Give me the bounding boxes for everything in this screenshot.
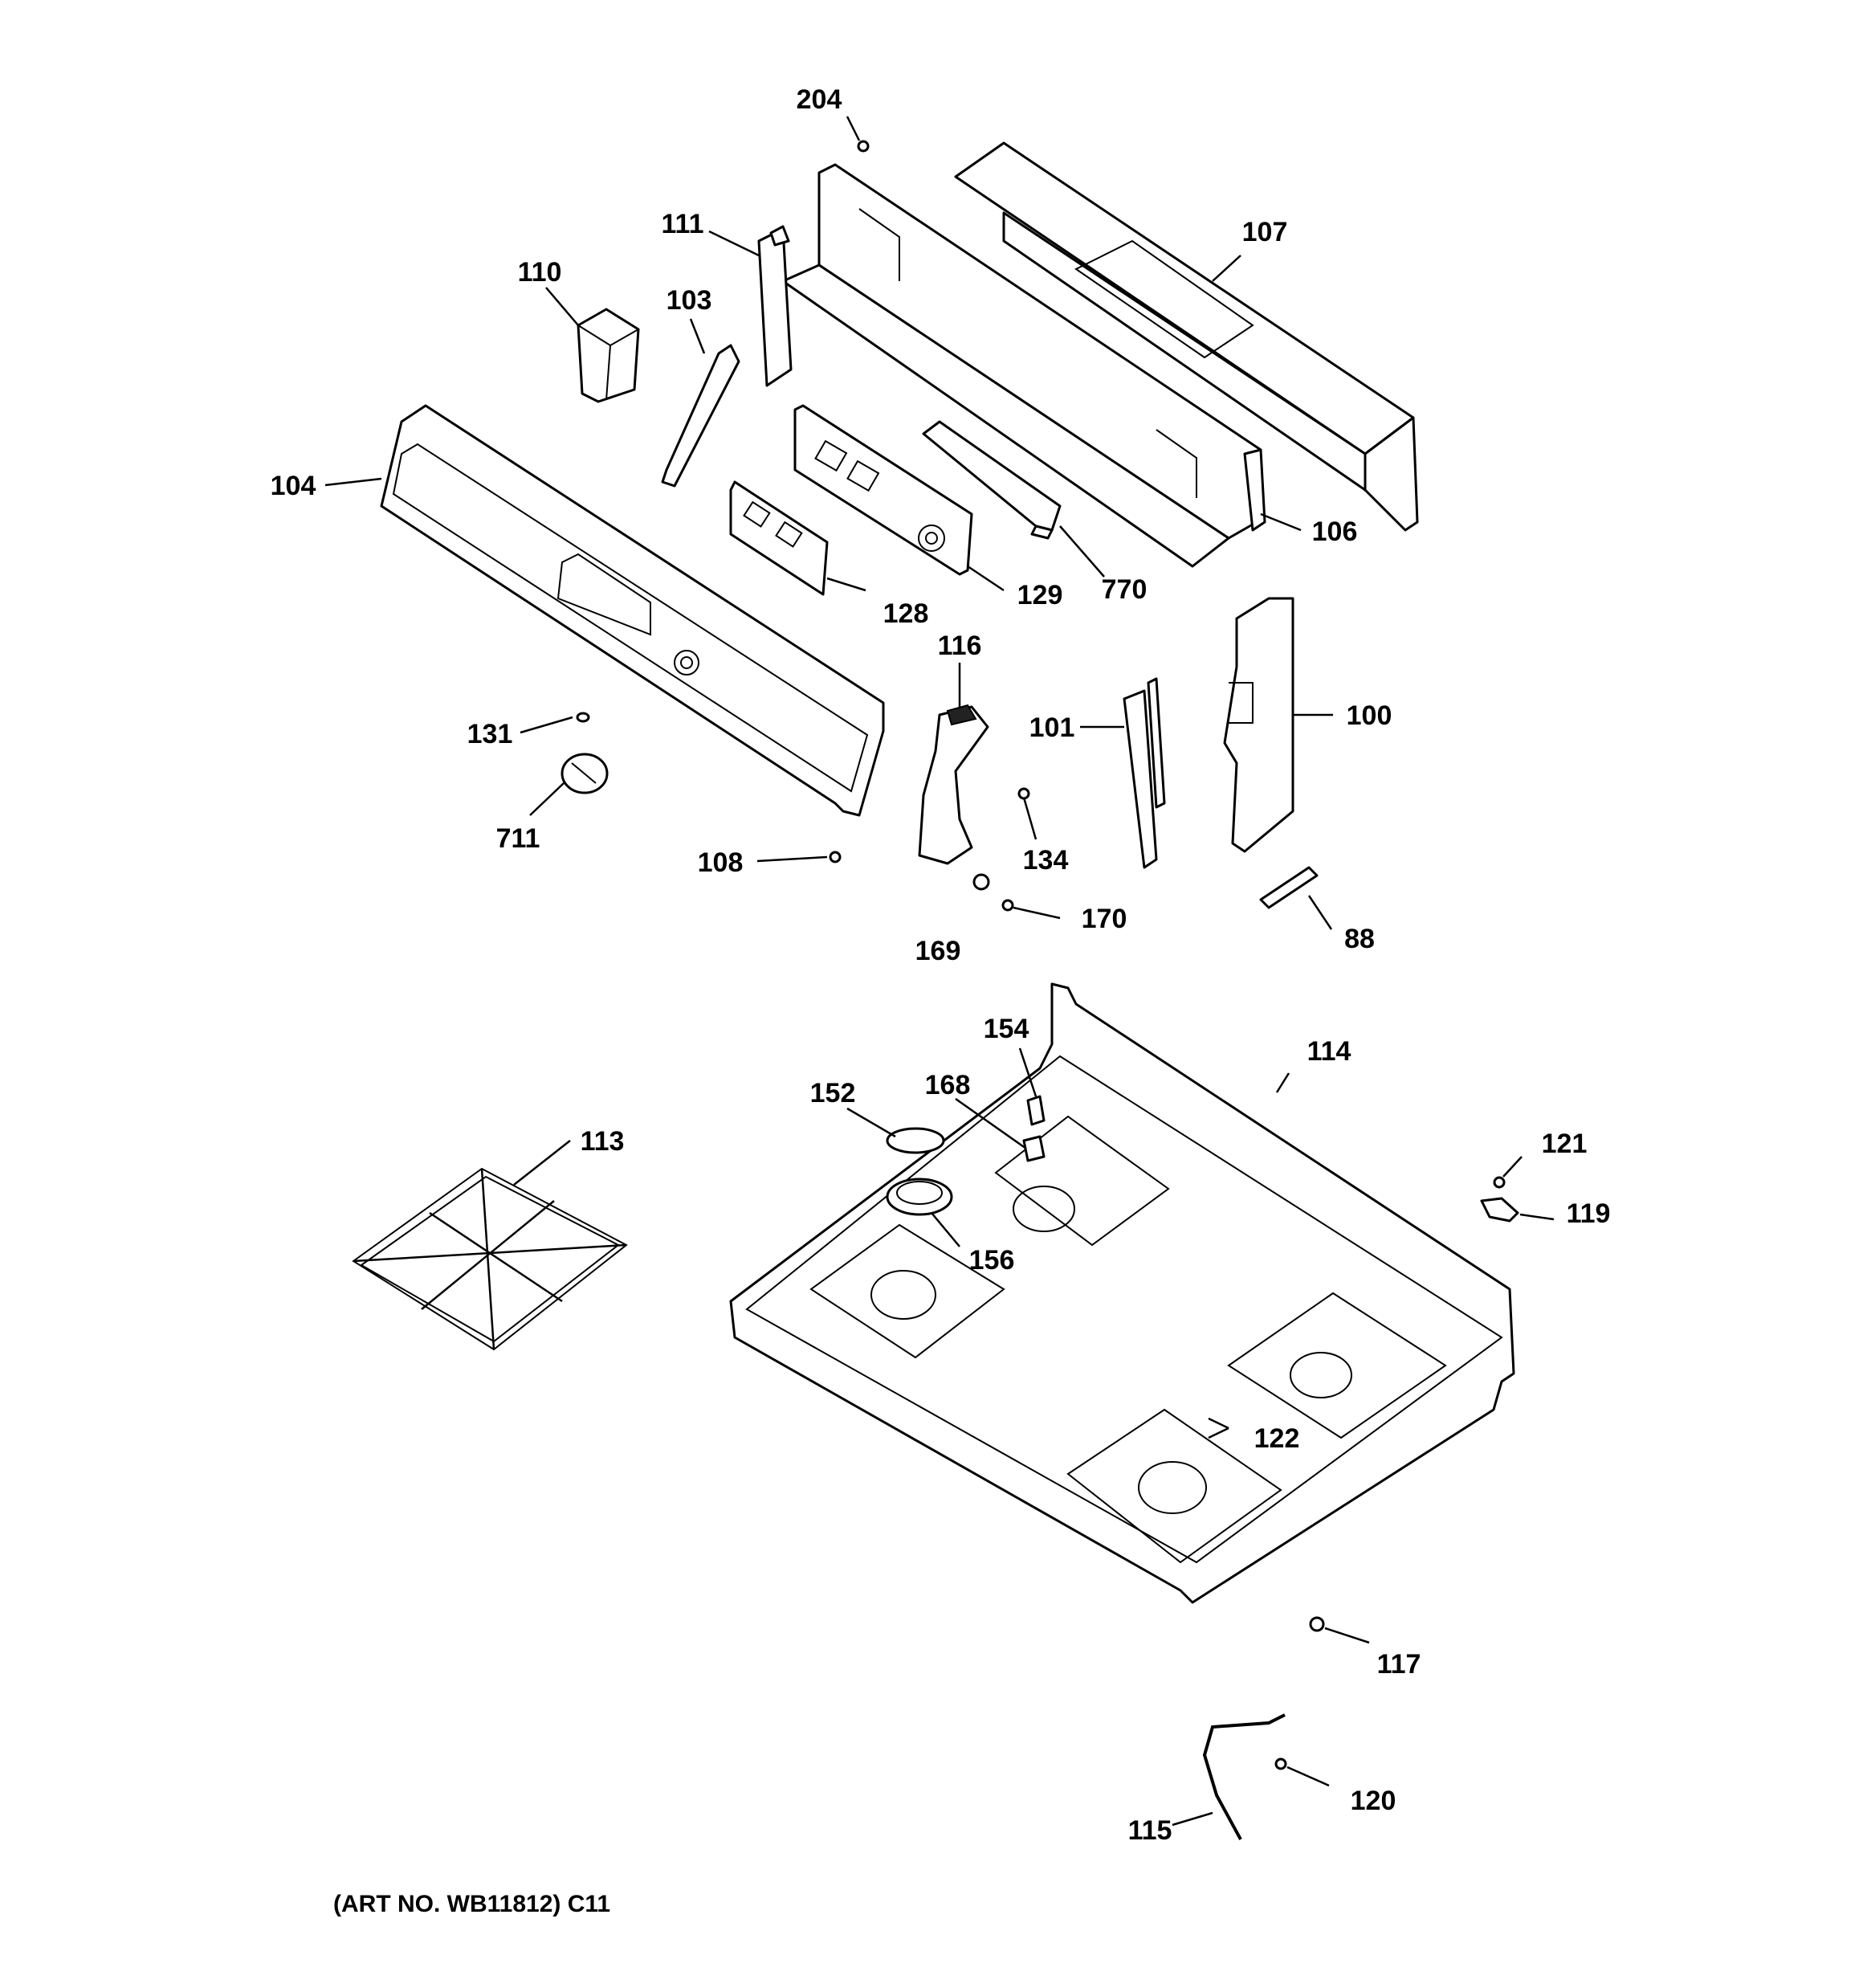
part-88-strip [1259,866,1319,909]
part-100-side-panel [1223,597,1294,853]
part-104-backsplash [380,404,885,817]
callout-170: 170 [1082,904,1127,934]
part-103-bracket [661,344,740,488]
callout-103: 103 [667,285,712,316]
callout-labels: 204 111 107 110 103 104 106 128 129 770 … [271,84,1611,1846]
part-114-cooktop [729,982,1515,1604]
leader-lines [324,116,1555,1827]
callout-770: 770 [1102,574,1148,605]
callout-128: 128 [883,598,929,629]
part-152-156-burner [886,1127,953,1216]
callout-113: 113 [581,1126,625,1157]
callout-711: 711 [496,823,540,854]
callout-104: 104 [271,471,316,501]
part-131-711-knob [561,712,609,794]
callout-111: 111 [662,209,704,239]
callout-116: 116 [938,631,982,661]
callout-115: 115 [1128,1815,1172,1846]
callout-122: 122 [1254,1423,1300,1454]
part-154-168-orifice [1022,1095,1046,1162]
part-106-back-panel [781,163,1266,568]
part-107-cover [954,141,1419,532]
callout-168: 168 [925,1070,971,1100]
fasteners [829,140,1506,1770]
callout-134: 134 [1023,845,1069,876]
callout-114: 114 [1307,1036,1351,1067]
callout-154: 154 [984,1014,1029,1044]
part-111-bracket [757,225,793,387]
part-110-box [577,308,640,403]
callout-108: 108 [698,847,744,878]
callout-110: 110 [518,257,562,288]
callout-129: 129 [1017,580,1063,610]
callout-106: 106 [1312,516,1358,547]
art-number-caption: (ART NO. WB11812) C11 [333,1891,610,1917]
callout-152: 152 [810,1078,856,1108]
part-116-side-trim [918,704,989,865]
callout-88: 88 [1344,924,1375,954]
callout-100: 100 [1347,700,1392,731]
callout-107: 107 [1242,217,1288,247]
part-113-grate [352,1167,628,1351]
part-101-bracket [1123,677,1166,869]
callout-119: 119 [1567,1198,1611,1229]
callout-101: 101 [1029,712,1075,743]
part-128-overlay [729,480,829,596]
callout-204: 204 [797,84,842,115]
part-119-bracket [1480,1197,1519,1223]
part-115-rod [1202,1713,1286,1840]
part-129-control-board [793,404,973,576]
callout-120: 120 [1351,1786,1396,1816]
callout-131: 131 [467,719,513,749]
callout-169: 169 [915,936,961,966]
callout-117: 117 [1377,1649,1421,1680]
callout-121: 121 [1542,1129,1588,1159]
callout-156: 156 [969,1245,1015,1276]
part-770-trim [922,420,1062,540]
